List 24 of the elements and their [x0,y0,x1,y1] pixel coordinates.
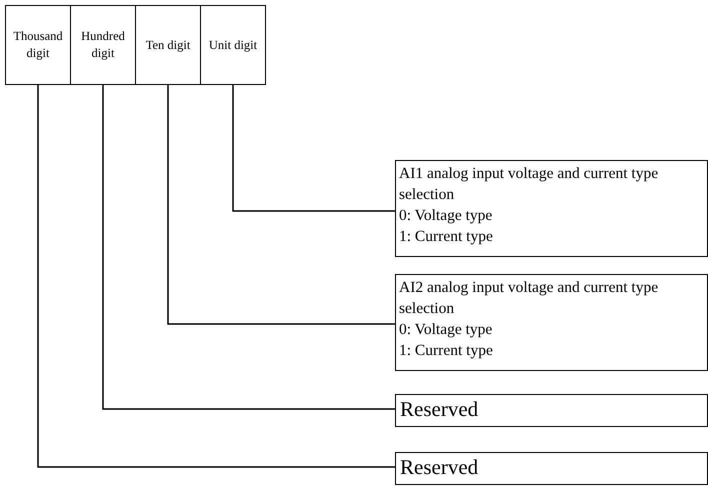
digit-box [200,5,266,85]
option-text: 0: Voltage type [399,206,494,226]
digit-label: Ten digit [146,36,190,54]
connector-line [167,85,395,325]
option-text: 0: Voltage type [399,320,494,340]
option-text: 1: Current type [399,227,494,248]
digit-box [70,5,136,85]
connector-line [232,85,395,212]
digit-label: Unit digit [208,36,258,54]
description-box [395,274,708,371]
digit-box [135,5,201,85]
digit-label: Thousand digit [12,28,64,62]
reserved-label: Reserved [400,455,480,480]
connector-line [37,85,395,468]
connector-line [102,85,395,410]
digit-label: Hundred digit [80,28,126,62]
option-text: 1: Current type [399,341,494,362]
digit-box [5,5,71,85]
reserved-box [395,452,708,485]
description-text: AI2 analog input voltage and current type selection [399,278,660,320]
description-box [395,160,708,257]
reserved-box [395,394,708,427]
reserved-label: Reserved [400,397,480,422]
description-text: AI1 analog input voltage and current type selection [399,164,660,206]
